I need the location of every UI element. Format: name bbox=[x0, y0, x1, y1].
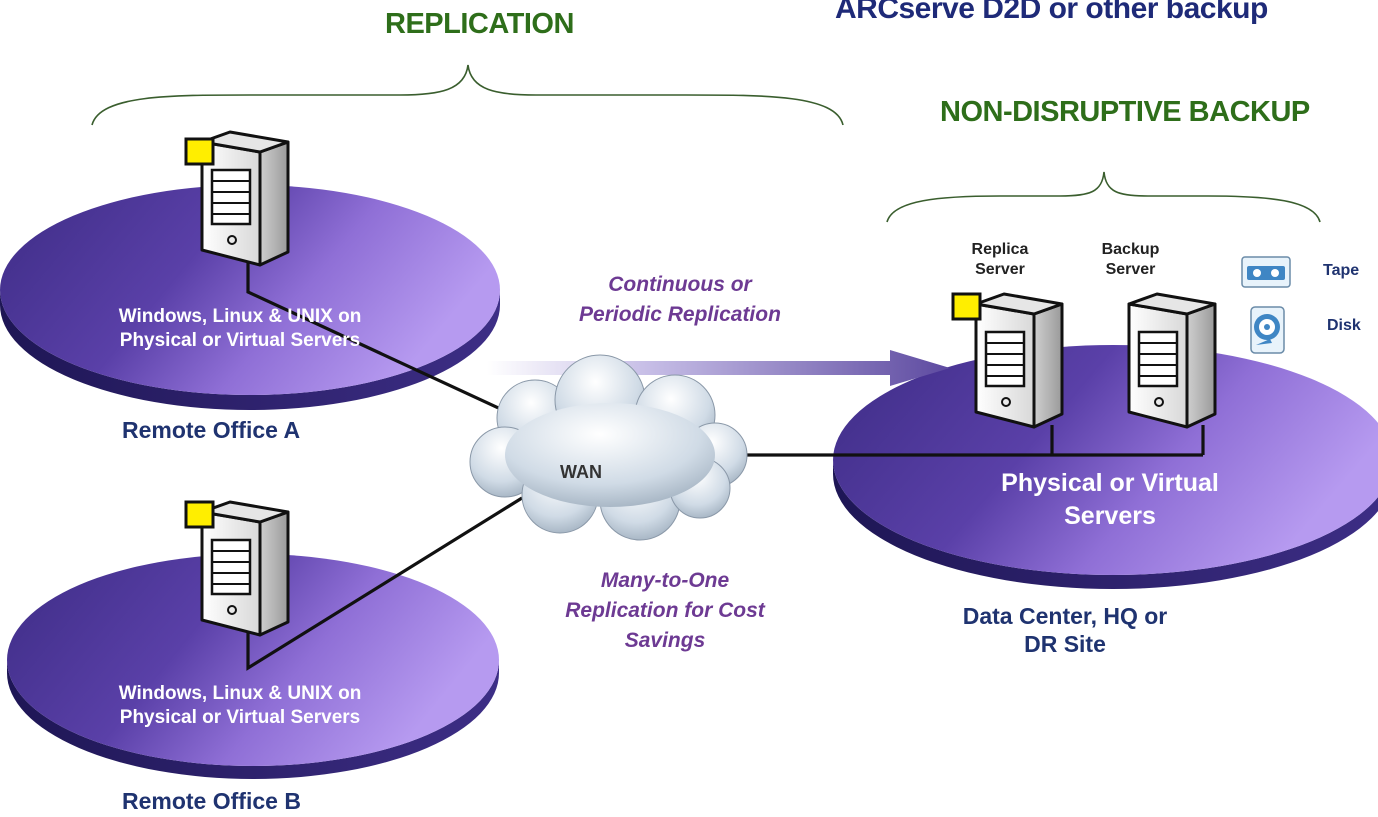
data-center-site-label: Data Center, HQ or DR Site bbox=[935, 602, 1195, 658]
platform-line: Physical or Virtual Servers bbox=[119, 330, 361, 351]
server-icon bbox=[974, 292, 1064, 429]
platform-line: Physical or Virtual Servers bbox=[119, 707, 361, 728]
many-to-one-text: Many-to-One Replication for Cost Savings bbox=[515, 566, 815, 656]
agent-marker bbox=[184, 137, 215, 166]
site-line: DR Site bbox=[1024, 631, 1106, 657]
many-line: Replication for Cost bbox=[565, 599, 765, 622]
platform-line: Windows, Linux & UNIX on bbox=[118, 683, 362, 704]
server-icon bbox=[200, 130, 290, 267]
agent-marker bbox=[951, 292, 982, 321]
wan-label: WAN bbox=[560, 462, 602, 482]
replica-line: Server bbox=[975, 261, 1025, 278]
many-line: Savings bbox=[624, 629, 706, 652]
remote-office-a-platform-text: Windows, Linux & UNIX on Physical or Vir… bbox=[75, 305, 405, 353]
non-disruptive-backup-heading: NON-DISRUPTIVE BACKUP bbox=[940, 96, 1310, 128]
site-line: Data Center, HQ or bbox=[962, 603, 1168, 629]
backup-brace bbox=[886, 171, 1321, 223]
network-links bbox=[246, 262, 1205, 671]
tape-label: Tape bbox=[1323, 262, 1360, 279]
data-center-platform-text: Physical or Virtual Servers bbox=[940, 467, 1280, 533]
platter-remote-office-b bbox=[7, 554, 499, 779]
many-line: Many-to-One bbox=[600, 569, 730, 592]
replication-arrow-icon bbox=[487, 350, 950, 386]
backup-server-label: Backup Server bbox=[1083, 240, 1178, 280]
remote-office-b-label: Remote Office B bbox=[122, 788, 301, 814]
platter-data-center bbox=[833, 345, 1378, 589]
disk-icon bbox=[1250, 306, 1285, 354]
agent-marker bbox=[184, 500, 215, 529]
platter-remote-office-a bbox=[0, 185, 500, 410]
replica-server-label: Replica Server bbox=[955, 240, 1045, 280]
server-icon bbox=[200, 500, 290, 637]
backup-line: Backup bbox=[1101, 241, 1160, 258]
replica-line: Replica bbox=[971, 241, 1029, 258]
disk-label: Disk bbox=[1327, 317, 1361, 334]
remote-office-b-platform-text: Windows, Linux & UNIX on Physical or Vir… bbox=[75, 682, 405, 730]
replication-heading: REPLICATION bbox=[385, 8, 574, 40]
flow-line: Continuous or bbox=[608, 273, 752, 296]
remote-office-a-label: Remote Office A bbox=[122, 417, 301, 443]
flow-line: Periodic Replication bbox=[579, 303, 781, 326]
tape-icon bbox=[1241, 256, 1291, 288]
replication-brace bbox=[91, 64, 844, 126]
backup-line: Server bbox=[1105, 261, 1156, 278]
continuous-replication-text: Continuous or Periodic Replication bbox=[530, 270, 830, 330]
dc-line: Servers bbox=[1064, 502, 1156, 530]
server-icon bbox=[1127, 292, 1217, 429]
dc-line: Physical or Virtual bbox=[1001, 469, 1219, 497]
platform-line: Windows, Linux & UNIX on bbox=[118, 306, 362, 327]
top-right-heading: ARCserve D2D or other backup bbox=[835, 0, 1268, 25]
cloud-icon bbox=[469, 354, 748, 541]
